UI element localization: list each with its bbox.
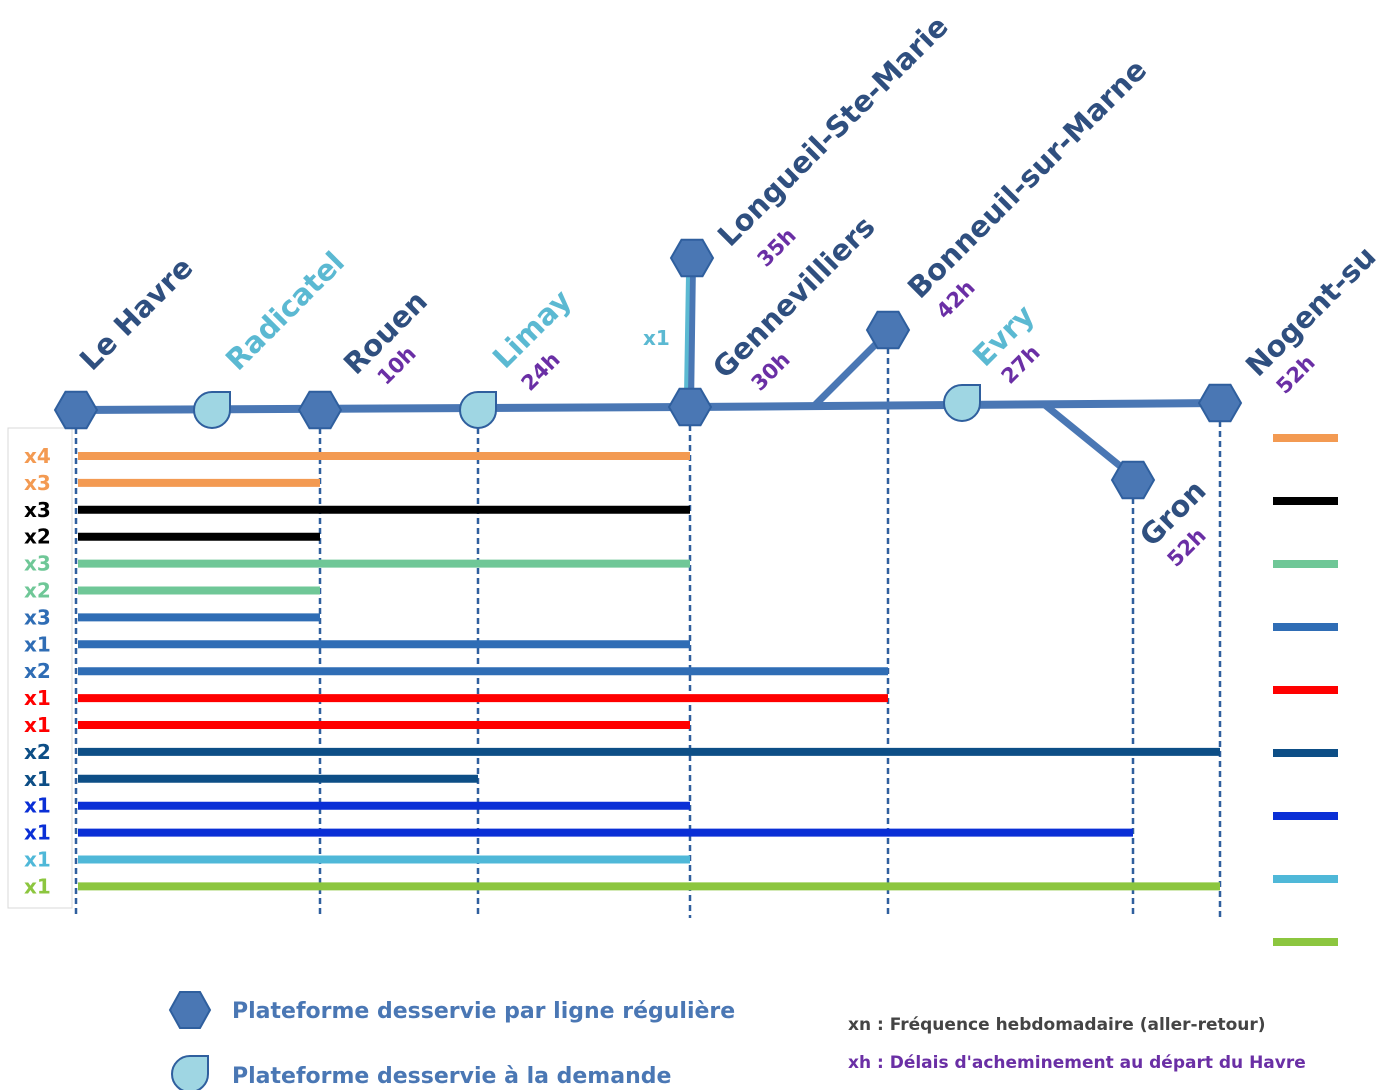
legend-on-demand-item: Plateforme desservie à la demande <box>171 1055 671 1090</box>
service-frequency: x1 <box>24 632 51 656</box>
station-longueil-hexagon-icon <box>669 238 715 278</box>
stations <box>53 238 1243 500</box>
branch-longueil <box>686 258 696 411</box>
branch-longueil-inner <box>684 273 690 397</box>
station-label-longueil: Longueil-Ste-Marie <box>711 9 955 253</box>
service-frequency: x2 <box>24 579 51 603</box>
service-frequency: x2 <box>24 740 51 764</box>
service-frequency: x1 <box>24 686 51 710</box>
station-bonneuil-hexagon-icon <box>865 310 911 350</box>
station-gennevilliers-hexagon-icon <box>667 387 713 427</box>
service-frequency: x1 <box>24 848 51 872</box>
station-label-radicatel: Radicatel <box>219 245 351 377</box>
service-table <box>7 427 73 909</box>
service-frequency: x1 <box>24 713 51 737</box>
drop-icon <box>171 1055 209 1090</box>
delay-note: xh : Délais d'acheminement au départ du … <box>848 1053 1306 1073</box>
branch-bonneuil <box>811 336 884 409</box>
legend-regular-label: Plateforme desservie par ligne régulière <box>232 999 735 1024</box>
service-frequency: x1 <box>24 874 51 898</box>
service-frequency: x2 <box>24 525 51 549</box>
branch-gron <box>1041 401 1129 474</box>
station-le-havre-hexagon-icon <box>53 390 99 430</box>
station-limay-drop-icon <box>459 391 497 429</box>
right-legend-swatches <box>1273 434 1338 946</box>
hexagon-icon <box>168 991 212 1029</box>
service-frequency: x2 <box>24 659 51 683</box>
station-radicatel-drop-icon <box>193 391 231 429</box>
service-frequency: x1 <box>24 794 51 818</box>
station-label-limay: Limay <box>486 283 578 375</box>
branch-frequency-label: x1 <box>643 326 670 350</box>
service-frequency: x3 <box>24 605 51 629</box>
station-gron-hexagon-icon <box>1110 460 1156 500</box>
station-label-bonneuil: Bonneuil-sur-Marne <box>901 53 1153 305</box>
legend-on-demand-label: Plateforme desservie à la demande <box>232 1064 671 1089</box>
station-evry-drop-icon <box>943 384 981 422</box>
frequency-note: xn : Fréquence hebdomadaire (aller-retou… <box>848 1015 1266 1035</box>
station-delay-longueil: 35h <box>753 223 801 271</box>
service-frequency: x3 <box>24 471 51 495</box>
legend-regular-item: Plateforme desservie par ligne régulière <box>168 991 735 1029</box>
symbol-legend: Plateforme desservie par ligne régulière… <box>168 991 735 1090</box>
service-frequency: x1 <box>24 821 51 845</box>
service-frequency: x4 <box>24 444 51 468</box>
service-frequency: x1 <box>24 767 51 791</box>
main-track-west <box>72 403 694 414</box>
station-nogent-hexagon-icon <box>1197 383 1243 423</box>
station-label-le-havre: Le Havre <box>73 250 200 377</box>
service-frequency: x3 <box>24 552 51 576</box>
service-frequency: x3 <box>24 498 51 522</box>
station-rouen-hexagon-icon <box>297 390 343 430</box>
